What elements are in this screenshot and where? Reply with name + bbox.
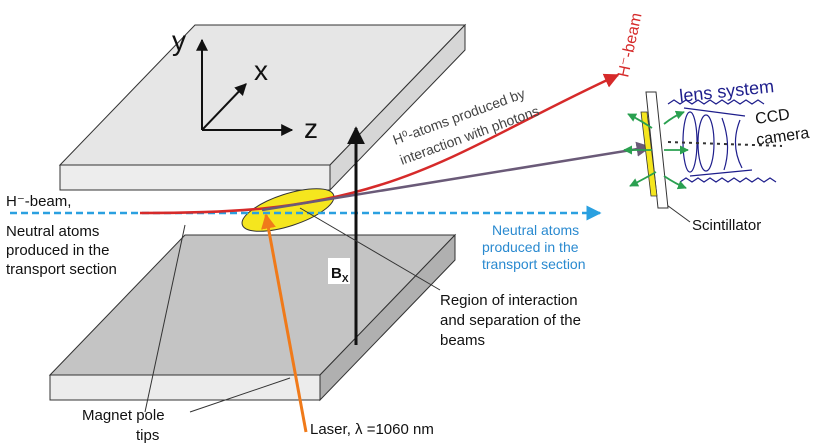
h0-atom-beam: [261, 141, 652, 212]
scintillator-strip: [640, 111, 658, 197]
magnet-pointer-bottom: [189, 377, 291, 413]
bottom-magnet-pole: [48, 233, 457, 402]
optical-axis: [667, 141, 783, 147]
region-label-1: Region of interaction: [440, 292, 578, 309]
emission-arrows: [623, 110, 689, 190]
neutral-right-label-1: Neutral atoms: [492, 222, 579, 238]
neutral-right-label-2: produced in the: [482, 239, 579, 255]
magnet-label-1: Magnet pole: [82, 407, 165, 424]
laser-label: Laser, λ =1060 nm: [310, 421, 434, 438]
scintillator-label: Scintillator: [692, 217, 761, 234]
magnet-label-2: tips: [136, 427, 159, 444]
laser-beam: [261, 213, 308, 433]
bx-label: BX: [331, 265, 349, 285]
z-axis-label: z: [304, 113, 318, 144]
coordinate-axes: y x z: [172, 25, 318, 144]
bx-label-box: [328, 258, 350, 284]
magnet-pointer-top: [144, 224, 186, 413]
neutral-left-label-3: transport section: [6, 261, 117, 278]
y-axis-label: y: [172, 25, 186, 56]
region-pointer: [299, 207, 441, 291]
neutral-left-label-1: Neutral atoms: [6, 223, 99, 240]
x-axis-label: x: [254, 55, 268, 86]
region-label-2: and separation of the: [440, 312, 581, 329]
region-label-3: beams: [440, 332, 485, 349]
detector-assembly: [623, 91, 783, 209]
neutral-right-label-3: transport section: [482, 256, 586, 272]
ccd-label-line2: camera: [755, 125, 810, 149]
x-axis: [201, 83, 247, 131]
neutral-left-label-2: produced in the: [6, 242, 109, 259]
ccd-label-line1: CCD: [754, 106, 791, 128]
hminus-beam-top-label: H⁻-beam: [615, 11, 645, 78]
hminus-beam-left-label: H⁻-beam,: [6, 193, 71, 210]
bx-label-subscript: X: [342, 274, 349, 285]
hminus-beam: [139, 73, 620, 215]
